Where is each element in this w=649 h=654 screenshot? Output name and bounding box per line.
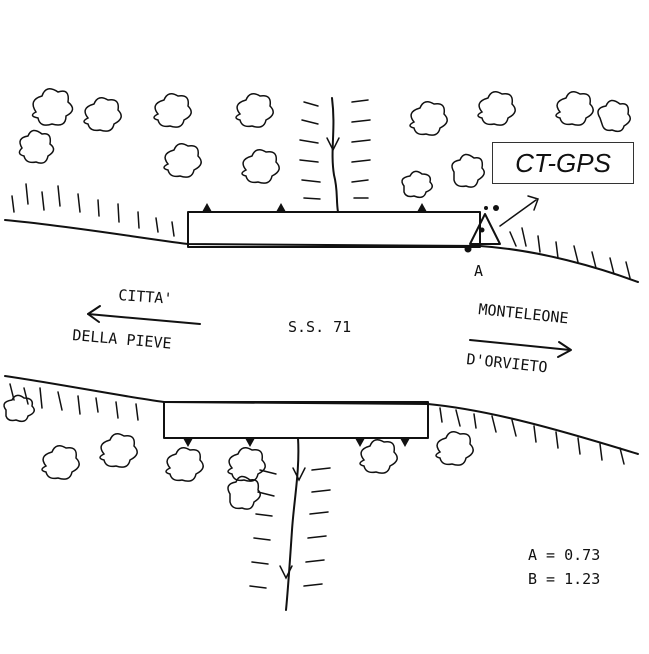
bearings-south xyxy=(183,438,410,447)
embankment-north-right xyxy=(509,227,631,279)
bridge-deck-north xyxy=(187,211,481,248)
label-right-direction-line2: D'ORVIETO xyxy=(466,350,549,376)
arrow-right xyxy=(469,339,572,358)
road-edge-north xyxy=(4,219,639,283)
embankment-north-left xyxy=(11,183,175,237)
road-edge-south xyxy=(4,375,639,455)
gps-station-marker xyxy=(469,195,539,245)
bearings-north xyxy=(202,203,472,253)
stream-south xyxy=(249,437,331,611)
label-right-direction-line1: MONTELEONE xyxy=(478,300,570,327)
stream-north xyxy=(299,97,371,213)
legend-b: B = 1.23 xyxy=(528,570,600,588)
gps-label-text: CT-GPS xyxy=(515,147,611,178)
label-left-direction-line1: CITTA' xyxy=(118,286,173,308)
vegetation xyxy=(3,88,631,510)
arrow-left xyxy=(87,305,201,325)
label-left-direction-line2: DELLA PIEVE xyxy=(72,326,173,353)
label-point-a: A xyxy=(474,262,483,280)
embankment-south-right xyxy=(439,407,625,465)
embankment-south-left xyxy=(9,383,139,421)
bridge-deck-south xyxy=(163,401,429,439)
label-road: S.S. 71 xyxy=(288,318,351,336)
gps-label-box: CT-GPS xyxy=(492,142,634,184)
legend-a: A = 0.73 xyxy=(528,546,600,564)
